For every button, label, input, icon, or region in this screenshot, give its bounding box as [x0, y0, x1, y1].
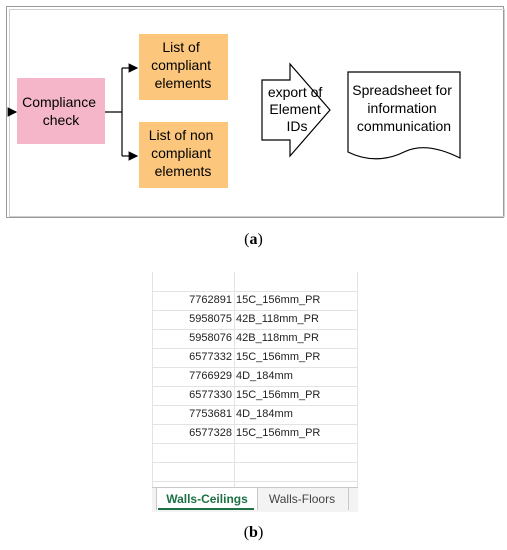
branch-connector [105, 68, 123, 156]
grid-row-line [152, 424, 358, 425]
compliance-check-line-2: check [43, 112, 81, 128]
non-compliant-list-line-1: List of non [149, 127, 214, 143]
export-line-1: export of [268, 84, 323, 100]
export-block-arrow [261, 62, 331, 158]
cell-element-type[interactable]: 15C_156mm_PR [236, 389, 321, 401]
svg-text:List of compliant elem: List of compliant elements [151, 39, 215, 91]
compliant-list-box [139, 34, 228, 100]
caption-a-letter: a [249, 231, 258, 248]
grid-column-line [234, 272, 235, 487]
grid-row-line [152, 462, 358, 463]
grid-row-line [152, 386, 358, 387]
cell-element-id[interactable]: 5958075 [189, 313, 232, 325]
tab-walls-ceilings[interactable]: Walls-Ceilings [156, 488, 258, 510]
grid-row-line [152, 481, 358, 482]
svg-text:List of non compliant: List of non compliant elements [149, 127, 218, 179]
diagram-frame [6, 6, 504, 218]
svg-text:Spreadsheet for informatio: Spreadsheet for information communicatio… [352, 82, 456, 134]
cell-element-id[interactable]: 6577330 [189, 389, 232, 401]
export-line-3: IDs [287, 118, 308, 134]
svg-text:export of Element IDs: export of Element IDs [268, 84, 326, 134]
non-compliant-list-line-2: compliant [151, 145, 211, 161]
cell-element-id[interactable]: 7762891 [189, 294, 232, 306]
grid-row-line [152, 329, 358, 330]
cell-element-type[interactable]: 15C_156mm_PR [236, 294, 321, 306]
cell-element-id[interactable]: 6577328 [189, 427, 232, 439]
non-compliant-list-line-3: elements [155, 163, 212, 179]
active-tab-underline [158, 508, 254, 510]
flow-diagram: Compliance check List of compliant eleme… [7, 34, 461, 188]
export-line-2: Element [269, 101, 320, 117]
svg-text:Compliance check: Compliance check [22, 94, 100, 128]
grid-row-line [152, 348, 358, 349]
grid-column-line [152, 272, 153, 487]
cell-element-type[interactable]: 4D_184mm [236, 370, 293, 382]
grid-row-line [152, 443, 358, 444]
grid-column-line [357, 272, 358, 487]
grid-row-line [152, 367, 358, 368]
cell-element-type[interactable]: 4D_184mm [236, 408, 293, 420]
non-compliant-list-box [139, 122, 228, 188]
cell-element-type[interactable]: 15C_156mm_PR [236, 427, 321, 439]
sheet-tab-bar: Walls-Ceilings Walls-Floors [152, 487, 358, 512]
spreadsheet-document-shape [347, 71, 461, 160]
compliant-list-line-2: compliant [151, 57, 211, 73]
compliant-list-line-1: List of [162, 39, 199, 55]
spreadsheet-line-1: Spreadsheet for [352, 82, 452, 98]
compliance-check-box [17, 78, 105, 144]
cell-element-id[interactable]: 7766929 [189, 370, 232, 382]
grid-row-line [152, 291, 358, 292]
compliance-check-line-1: Compliance [22, 94, 96, 110]
tab-walls-floors[interactable]: Walls-Floors [256, 488, 349, 510]
cell-element-id[interactable]: 5958076 [189, 332, 232, 344]
cell-element-type[interactable]: 42B_118mm_PR [236, 332, 319, 344]
spreadsheet-grid: 7762891 15C_156mm_PR 5958075 42B_118mm_PR 59… [152, 272, 358, 512]
grid-row-line [152, 405, 358, 406]
caption-a: (a) [244, 231, 263, 248]
spreadsheet-line-3: communication [357, 118, 451, 134]
cell-element-type[interactable]: 15C_156mm_PR [236, 351, 321, 363]
spreadsheet-line-2: information [367, 100, 436, 116]
cell-element-id[interactable]: 6577332 [189, 351, 232, 363]
cell-element-type[interactable]: 42B_118mm_PR [236, 313, 319, 325]
caption-b-letter: b [249, 524, 258, 541]
caption-b: (b) [243, 524, 264, 541]
grid-row-line [152, 310, 358, 311]
compliant-list-line-3: elements [155, 75, 212, 91]
cell-element-id[interactable]: 7753681 [189, 408, 232, 420]
